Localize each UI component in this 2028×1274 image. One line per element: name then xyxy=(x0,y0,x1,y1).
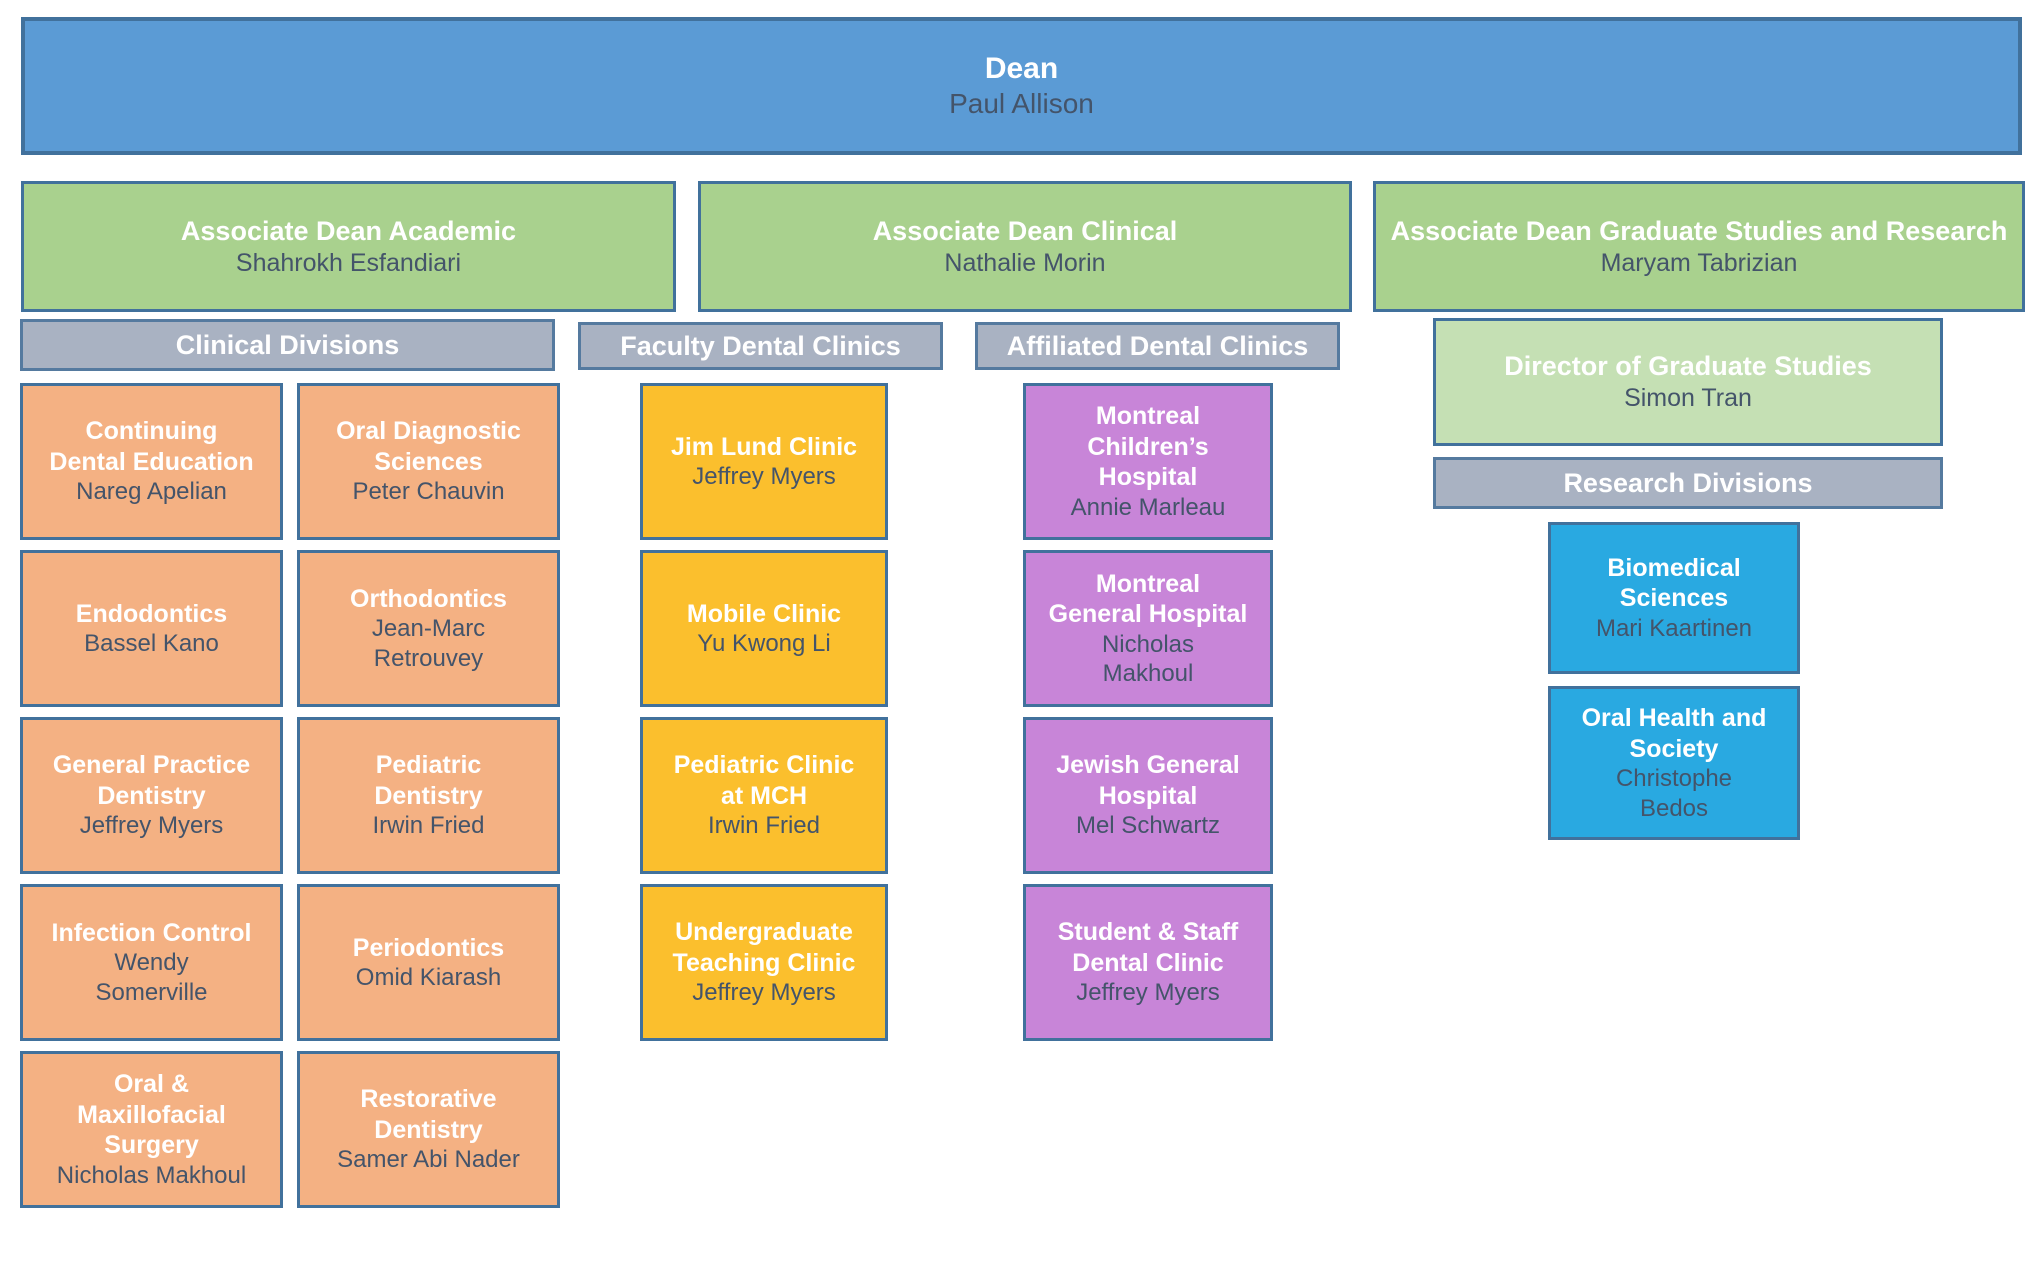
box-title: Endodontics xyxy=(75,599,228,628)
box-title: Mobile Clinic xyxy=(686,599,842,628)
division-box-infection-control: Infection Control Wendy Somerville xyxy=(20,884,283,1041)
dean-box: Dean Paul Allison xyxy=(21,17,2022,155)
box-name: Wendy Somerville xyxy=(95,949,208,1006)
division-box-oral-maxillofacial-surgery: Oral & Maxillofacial Surgery Nicholas Ma… xyxy=(20,1051,283,1208)
box-name: Irwin Fried xyxy=(372,812,485,840)
box-name: Bassel Kano xyxy=(84,630,219,658)
faculty-dental-clinics-header: Faculty Dental Clinics xyxy=(578,322,943,370)
box-name: Peter Chauvin xyxy=(352,478,505,506)
box-title: Montreal Children’s Hospital xyxy=(1087,402,1209,492)
box-name: Omid Kiarash xyxy=(355,964,502,992)
division-box-endodontics: Endodontics Bassel Kano xyxy=(20,550,283,707)
director-of-graduate-studies-box: Director of Graduate Studies Simon Tran xyxy=(1433,318,1943,446)
clinic-box-jim-lund-clinic: Jim Lund Clinic Jeffrey Myers xyxy=(640,383,888,540)
box-title: Director of Graduate Studies xyxy=(1504,351,1872,382)
division-box-pediatric-dentistry: Pediatric Dentistry Irwin Fried xyxy=(297,717,560,874)
division-box-orthodontics: Orthodontics Jean-Marc Retrouvey xyxy=(297,550,560,707)
clinic-box-montreal-childrens-hospital: Montreal Children’s Hospital Annie Marle… xyxy=(1023,383,1273,540)
affiliated-dental-clinics-header: Affiliated Dental Clinics xyxy=(975,322,1340,370)
dean-name: Paul Allison xyxy=(949,88,1094,120)
box-title: Undergraduate Teaching Clinic xyxy=(672,918,856,977)
box-title: Jim Lund Clinic xyxy=(670,432,858,461)
division-box-periodontics: Periodontics Omid Kiarash xyxy=(297,884,560,1041)
box-name: Jean-Marc Retrouvey xyxy=(371,615,486,672)
associate-dean-clinical-box: Associate Dean Clinical Nathalie Morin xyxy=(698,181,1352,312)
box-name: Yu Kwong Li xyxy=(697,630,831,658)
box-title: Oral Health and Society xyxy=(1581,704,1767,763)
box-name: Samer Abi Nader xyxy=(337,1146,520,1174)
box-title: Jewish General Hospital xyxy=(1056,751,1240,810)
research-box-oral-health-and-society: Oral Health and Society Christophe Bedos xyxy=(1548,686,1800,840)
clinic-box-jewish-general-hospital: Jewish General Hospital Mel Schwartz xyxy=(1023,717,1273,874)
research-box-biomedical-sciences: Biomedical Sciences Mari Kaartinen xyxy=(1548,522,1800,674)
division-box-oral-diagnostic-sciences: Oral Diagnostic Sciences Peter Chauvin xyxy=(297,383,560,540)
associate-dean-graduate-box: Associate Dean Graduate Studies and Rese… xyxy=(1373,181,2025,312)
dean-title: Dean xyxy=(984,51,1059,85)
box-name: Jeffrey Myers xyxy=(692,463,836,491)
box-name: Jeffrey Myers xyxy=(79,812,224,840)
box-name: Nathalie Morin xyxy=(944,248,1106,277)
division-box-general-practice-dentistry: General Practice Dentistry Jeffrey Myers xyxy=(20,717,283,874)
box-title: Student & Staff Dental Clinic xyxy=(1057,918,1239,977)
clinic-box-pediatric-clinic-at-mch: Pediatric Clinic at MCH Irwin Fried xyxy=(640,717,888,874)
box-title: Pediatric Clinic at MCH xyxy=(673,751,855,810)
box-title: Oral Diagnostic Sciences xyxy=(336,417,521,476)
box-title: Associate Dean Clinical xyxy=(872,215,1178,246)
box-name: Mel Schwartz xyxy=(1075,812,1221,840)
box-name: Shahrokh Esfandiari xyxy=(235,248,462,277)
clinic-box-undergraduate-teaching-clinic: Undergraduate Teaching Clinic Jeffrey My… xyxy=(640,884,888,1041)
box-title: Associate Dean Graduate Studies and Rese… xyxy=(1390,215,2008,246)
box-name: Christophe Bedos xyxy=(1615,765,1733,822)
box-title: General Practice Dentistry xyxy=(52,751,251,810)
division-box-continuing-dental-education: Continuing Dental Education Nareg Apelia… xyxy=(20,383,283,540)
box-title: Oral & Maxillofacial Surgery xyxy=(77,1070,226,1160)
box-title: Biomedical Sciences xyxy=(1607,553,1741,613)
clinic-box-montreal-general-hospital: Montreal General Hospital Nicholas Makho… xyxy=(1023,550,1273,707)
box-name: Annie Marleau xyxy=(1070,493,1226,521)
box-title: Periodontics xyxy=(352,933,505,962)
research-divisions-header: Research Divisions xyxy=(1433,457,1943,509)
clinical-divisions-header: Clinical Divisions xyxy=(20,319,555,371)
box-title: Associate Dean Academic xyxy=(180,215,517,246)
clinic-box-student-staff-dental-clinic: Student & Staff Dental Clinic Jeffrey My… xyxy=(1023,884,1273,1041)
box-name: Simon Tran xyxy=(1624,384,1752,413)
box-name: Maryam Tabrizian xyxy=(1600,248,1798,277)
clinic-box-mobile-clinic: Mobile Clinic Yu Kwong Li xyxy=(640,550,888,707)
box-title: Montreal General Hospital xyxy=(1048,569,1248,629)
box-name: Irwin Fried xyxy=(707,812,821,840)
box-name: Nicholas Makhoul xyxy=(56,1161,247,1189)
box-name: Nicholas Makhoul xyxy=(1101,630,1195,687)
box-name: Mari Kaartinen xyxy=(1595,614,1753,642)
associate-dean-academic-box: Associate Dean Academic Shahrokh Esfandi… xyxy=(21,181,676,312)
box-name: Jeffrey Myers xyxy=(1076,979,1220,1007)
box-name: Jeffrey Myers xyxy=(692,979,836,1007)
box-title: Infection Control xyxy=(51,918,252,947)
division-box-restorative-dentistry: Restorative Dentistry Samer Abi Nader xyxy=(297,1051,560,1208)
box-title: Orthodontics xyxy=(350,584,507,613)
box-title: Continuing Dental Education xyxy=(49,417,254,476)
box-name: Nareg Apelian xyxy=(76,478,227,506)
box-title: Pediatric Dentistry xyxy=(374,751,483,810)
box-title: Restorative Dentistry xyxy=(360,1085,497,1144)
